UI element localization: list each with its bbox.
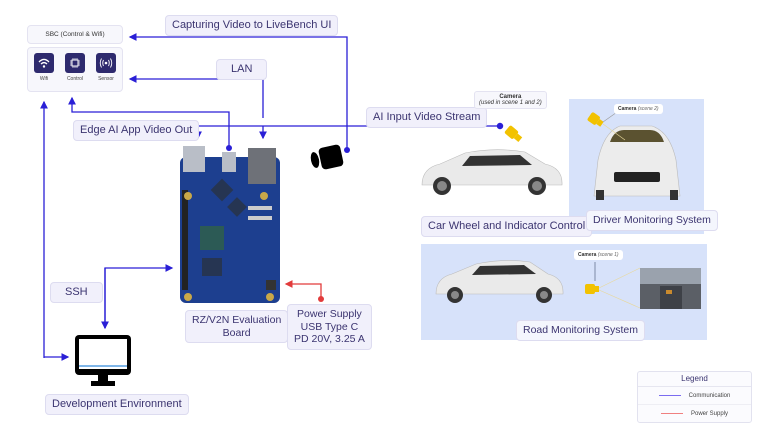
sensor-icon (96, 53, 116, 73)
dev-env-label: Development Environment (45, 394, 189, 416)
chip-icon (65, 53, 85, 73)
sbc-box: Wifi Control Sensor (27, 47, 123, 92)
car-control-label: Car Wheel and Indicator Control (421, 216, 593, 238)
power-supply-line1: Power Supply (297, 308, 362, 320)
junction-dot (496, 122, 504, 130)
camera-main-subtitle: (used in scene 1 and 2) (479, 100, 542, 106)
sbc-title: SBC (Control & Wifi) (27, 25, 123, 44)
road-view-image (640, 268, 701, 309)
communication-line-swatch (658, 395, 681, 396)
wire-edge-ai-out (68, 96, 230, 148)
camera-scene2-note: (scene 2) (637, 106, 659, 112)
power-line-swatch (660, 413, 683, 414)
sbc-item-label: Control (66, 76, 84, 82)
camera-scene2-icon (587, 112, 604, 127)
junction-dot (344, 147, 350, 153)
monitor-icon (75, 335, 131, 386)
power-dot (318, 296, 324, 302)
board-label-line2: Board (222, 326, 251, 339)
junction-dot (226, 145, 232, 151)
sbc-item-label: Wifi (39, 76, 49, 82)
sbc-item-label: Sensor (98, 76, 114, 82)
wire-power-supply (284, 280, 322, 298)
driver-monitoring-label: Driver Monitoring System (586, 210, 718, 231)
sbc-item-wifi: Wifi (33, 53, 55, 82)
power-supply-label: Power Supply USB Type C PD 20V, 3.25 A (287, 304, 372, 350)
car-control-image (421, 149, 563, 195)
legend: Legend Communication Power Supply (637, 371, 752, 423)
board-label: RZ/V2N Evaluation Board (185, 310, 289, 344)
board-label-line1: RZ/V2N Evaluation (192, 314, 282, 326)
wifi-icon (34, 53, 54, 73)
power-supply-line3: PD 20V, 3.25 A (294, 333, 365, 346)
label-edge-ai-video-out: Edge AI App Video Out (73, 120, 200, 142)
legend-item-label: Power Supply (690, 410, 729, 417)
camera-main-label: Camera (used in scene 1 and 2) (474, 91, 547, 109)
car-front-image (593, 125, 681, 200)
road-monitoring-label: Road Monitoring System (516, 320, 645, 341)
camera-main-title: Camera (499, 94, 522, 100)
legend-item-power: Power Supply (638, 405, 751, 422)
video-camera-icon (310, 144, 344, 170)
legend-item-communication: Communication (638, 387, 751, 405)
sbc-item-sensor: Sensor (95, 53, 117, 82)
camera-scene1-note: (scene 1) (597, 252, 619, 258)
camera-scene2-label: Camera (scene 2) (614, 104, 663, 114)
car-road-image (435, 260, 564, 303)
legend-title: Legend (638, 372, 751, 387)
wire-ssh (104, 264, 174, 328)
camera-scene1-title: Camera (578, 252, 597, 258)
board-image (180, 146, 280, 303)
legend-item-label: Communication (688, 392, 731, 399)
camera-scene2-title: Camera (618, 106, 637, 112)
label-capturing-video: Capturing Video to LiveBench UI (165, 15, 339, 37)
camera-main-icon (504, 125, 523, 142)
camera-scene1-label: Camera (scene 1) (574, 250, 623, 260)
camera-scene1-icon (585, 284, 599, 294)
wire-capturing-video (128, 33, 348, 150)
power-supply-line2: USB Type C (300, 320, 359, 333)
label-ai-input-stream: AI Input Video Stream (366, 107, 488, 129)
label-ssh: SSH (50, 282, 103, 304)
label-lan: LAN (216, 59, 268, 81)
sbc-item-control: Control (64, 53, 86, 82)
